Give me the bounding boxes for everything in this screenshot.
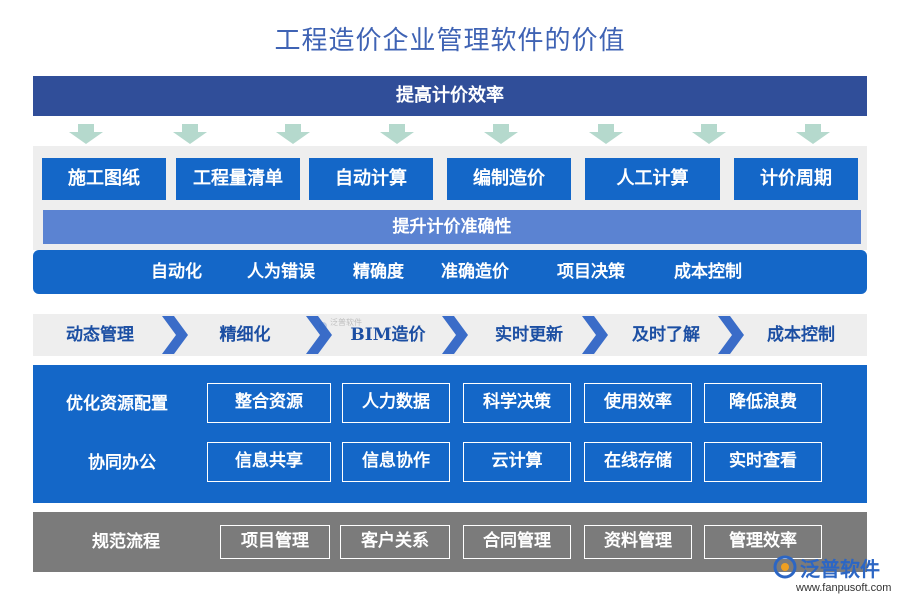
down-arrow-icon [69,124,103,144]
row-box: 科学决策 [463,383,571,423]
resource-panel [33,365,867,503]
watermark-logo: 泛普软件 [318,316,362,332]
row-box: 管理效率 [704,525,822,559]
chevron-right-icon [442,316,468,354]
row-box: 资料管理 [584,525,692,559]
accuracy-items-bar: 自动化 人为错误 精确度 准确造价 项目决策 成本控制 [33,250,867,294]
down-arrow-icon [484,124,518,144]
row-box: 项目管理 [220,525,330,559]
flow-item: 动态管理 [66,325,134,345]
row-box: 实时查看 [704,442,822,482]
accuracy-item: 成本控制 [674,262,742,282]
accuracy-item: 人为错误 [247,262,315,282]
diagram-title: 工程造价企业管理软件的价值 [274,26,626,56]
blue-box: 人工计算 [585,158,720,200]
chevron-right-icon [162,316,188,354]
logo-icon [319,322,327,330]
watermark-text: 泛普软件 [330,318,362,327]
row-box: 客户关系 [340,525,450,559]
flow-item: 实时更新 [495,325,563,345]
down-arrow-icon [692,124,726,144]
row-label: 规范流程 [92,532,160,552]
blue-box: 施工图纸 [42,158,166,200]
row-box: 降低浪费 [704,383,822,423]
down-arrow-icon [276,124,310,144]
accuracy-item: 项目决策 [557,262,625,282]
accuracy-item: 自动化 [151,262,202,282]
chevron-right-icon [718,316,744,354]
accuracy-item: 准确造价 [441,262,509,282]
efficiency-bar: 提高计价效率 [33,76,867,116]
down-arrow-icon [380,124,414,144]
brand-logo: 泛普软件 www.fanpusoft.com [770,553,894,597]
flow-item: 成本控制 [767,325,835,345]
logo-icon [773,555,797,579]
blue-box: 编制造价 [447,158,571,200]
row-label: 协同办公 [88,453,156,473]
down-arrow-icon [173,124,207,144]
row-box: 云计算 [463,442,571,482]
down-arrows [33,124,867,144]
flow-item: BIM造价 [350,325,426,345]
logo-url: www.fanpusoft.com [796,582,892,594]
row-box: 在线存储 [584,442,692,482]
flow-item: 精细化 [219,325,271,345]
down-arrow-icon [796,124,830,144]
row-box: 整合资源 [207,383,331,423]
accuracy-bar: 提升计价准确性 [43,210,861,244]
chevron-right-icon [306,316,332,354]
logo-name: 泛普软件 [800,557,880,581]
row-box: 使用效率 [584,383,692,423]
row-box: 人力数据 [342,383,450,423]
row-box: 合同管理 [463,525,571,559]
row-label: 优化资源配置 [66,394,168,414]
accuracy-item: 精确度 [353,262,404,282]
row-box: 信息协作 [342,442,450,482]
row-box: 信息共享 [207,442,331,482]
blue-box: 自动计算 [309,158,433,200]
blue-box: 工程量清单 [176,158,300,200]
flow-item: 及时了解 [632,325,700,345]
blue-box: 计价周期 [734,158,858,200]
chevron-right-icon [582,316,608,354]
down-arrow-icon [589,124,623,144]
